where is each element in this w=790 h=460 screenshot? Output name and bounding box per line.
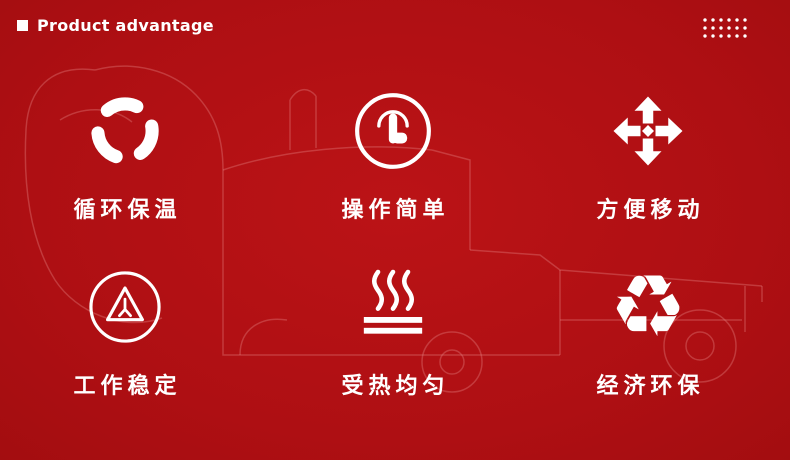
page-title: Product advantage <box>37 16 214 35</box>
feature-mobility: 方便移动 <box>538 82 758 224</box>
feature-heating: 受热均匀 <box>283 258 503 400</box>
feature-eco: ♻ 经济环保 <box>538 258 758 400</box>
feature-iconbox: ♻ <box>538 258 758 356</box>
header: Product advantage <box>17 16 214 35</box>
heat-waves-icon <box>363 269 423 334</box>
feature-label: 方便移动 <box>596 198 705 223</box>
feature-label: 循环保温 <box>73 198 182 223</box>
feature-operation: 操作简单 <box>283 82 503 224</box>
feature-label: 受热均匀 <box>341 374 450 399</box>
recycle-icon: ♻ <box>609 257 687 357</box>
feature-circulation: 循环保温 <box>15 82 235 224</box>
feature-label: 操作简单 <box>341 198 450 223</box>
header-bullet <box>17 20 28 31</box>
touch-click-icon <box>355 93 431 169</box>
feature-label: 经济环保 <box>596 374 705 399</box>
stability-pyramid-icon <box>89 271 161 343</box>
move-arrows-icon <box>613 96 683 166</box>
feature-label: 工作稳定 <box>73 374 182 399</box>
feature-iconbox <box>538 82 758 180</box>
dots-decoration <box>701 16 748 39</box>
feature-stability: 工作稳定 <box>15 258 235 400</box>
feature-iconbox <box>15 258 235 356</box>
feature-iconbox <box>15 82 235 180</box>
feature-iconbox <box>283 258 503 356</box>
fan-icon <box>91 97 159 165</box>
feature-iconbox <box>283 82 503 180</box>
